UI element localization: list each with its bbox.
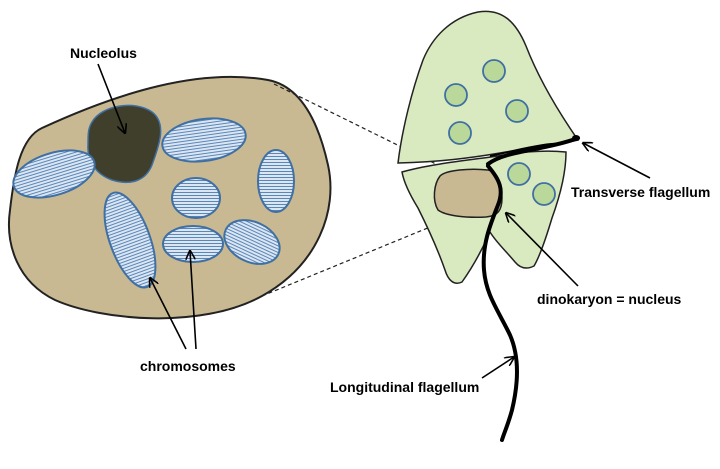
- plastid: [444, 83, 468, 107]
- plastid: [448, 121, 472, 145]
- label-longitudinal-flagellum: Longitudinal flagellum: [330, 379, 479, 395]
- plastid: [505, 99, 529, 123]
- transverse-flagellum-wave: [489, 137, 579, 157]
- cell-epicone: [397, 10, 580, 164]
- chromosome: [223, 219, 281, 265]
- arrow-dinokaryon: [506, 213, 579, 287]
- dinokaryon: [433, 168, 503, 218]
- chromosome: [171, 177, 221, 219]
- chromosome: [257, 149, 295, 213]
- arrow-transverse-flagellum: [583, 143, 651, 179]
- longitudinal-flagellum: [481, 164, 519, 442]
- plastid: [507, 162, 531, 186]
- arrow-chromosomes-right: [190, 251, 197, 350]
- zoom-line-bottom: [261, 217, 453, 297]
- label-nucleolus: Nucleolus: [70, 45, 137, 61]
- label-dinokaryon: dinokaryon = nucleus: [537, 291, 682, 307]
- label-transverse-flagellum: Transverse flagellum: [571, 184, 710, 200]
- label-chromosomes: chromosomes: [140, 358, 236, 374]
- arrow-chromosomes-left: [150, 278, 187, 350]
- flagellum-base: [572, 135, 580, 141]
- chromosome: [162, 225, 224, 263]
- chromosome: [161, 117, 247, 163]
- plastid: [532, 182, 556, 206]
- plastid: [482, 59, 506, 83]
- arrow-nucleolus: [97, 63, 125, 133]
- chromosome: [103, 191, 157, 289]
- chromosome: [12, 149, 96, 199]
- arrow-longitudinal-flagellum: [481, 357, 514, 379]
- nucleolus: [87, 104, 162, 184]
